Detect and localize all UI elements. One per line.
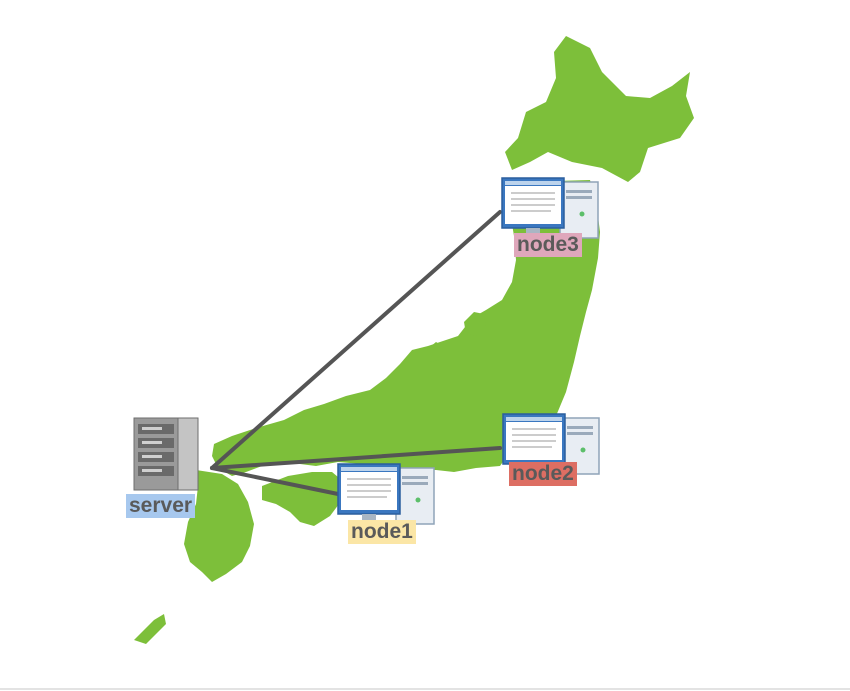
sado-island [464, 312, 486, 336]
link-server-node1 [210, 466, 340, 496]
shikoku-island [262, 472, 344, 526]
node3-label: node3 [514, 233, 582, 257]
link-server-node3 [210, 210, 502, 470]
honshu-island [212, 180, 600, 476]
node2-label: node2 [509, 462, 577, 486]
server-rack-icon [133, 417, 199, 491]
node1-label: node1 [348, 520, 416, 544]
kyushu-island [184, 470, 254, 582]
noto-peninsula [424, 342, 446, 362]
okinawa-island [134, 614, 166, 644]
node1-desktop-computer-icon [337, 463, 435, 525]
server-label: server [126, 494, 196, 518]
link-server-node2 [210, 446, 502, 470]
hokkaido-island [505, 36, 694, 182]
node3-desktop-computer-icon [501, 177, 599, 239]
bottom-divider [0, 688, 850, 690]
